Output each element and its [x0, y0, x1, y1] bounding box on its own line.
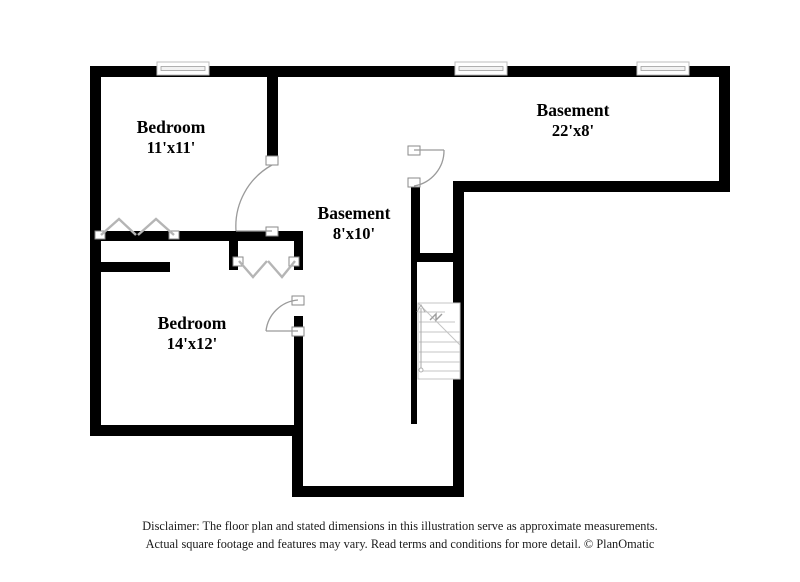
floor-plan-drawing: Bedroom 11'x11' Basement 8'x10' Bedroom …: [90, 61, 730, 497]
room-dimensions-basement-22x8: 22'x8': [552, 121, 594, 140]
interior-wall-closet-top-left: [95, 231, 179, 241]
interior-wall-closet-bottom-left: [90, 262, 170, 272]
room-name-basement-8x10: Basement: [318, 203, 391, 223]
interior-wall-bedroom11-vertical: [267, 66, 278, 163]
window-bedroom-11x11-north: [156, 61, 210, 76]
disclaimer-line-1: Disclaimer: The floor plan and stated di…: [142, 519, 658, 533]
room-dimensions-bedroom-14x12: 14'x12': [167, 334, 217, 353]
doors: [94, 145, 445, 337]
room-name-bedroom-11x11: Bedroom: [137, 117, 206, 137]
interior-wall-closet-divider: [229, 231, 238, 270]
closet-door-right: [232, 256, 300, 279]
window-basement-22x8-north-left: [454, 61, 508, 76]
walls: [90, 66, 730, 497]
interior-wall-bedroom14-east-lower: [294, 316, 303, 436]
interior-wall-basement8-east-upper: [411, 181, 420, 253]
room-labels: Bedroom 11'x11' Basement 8'x10' Bedroom …: [137, 100, 610, 353]
room-name-bedroom-14x12: Bedroom: [158, 313, 227, 333]
door-basement-22x8: [407, 145, 445, 188]
room-label-bedroom-11x11: Bedroom 11'x11': [137, 117, 206, 157]
door-bedroom-11x11: [235, 155, 279, 237]
interior-wall-bedroom14-east: [294, 231, 303, 270]
room-dimensions-basement-8x10: 8'x10': [333, 224, 375, 243]
window-basement-22x8-north-right: [636, 61, 690, 76]
disclaimer-line-2: Actual square footage and features may v…: [145, 536, 655, 551]
basement-stairs: [416, 302, 461, 380]
room-label-basement-8x10: Basement 8'x10': [318, 203, 391, 243]
interior-wall-closet-top-right: [179, 231, 303, 241]
door-bedroom-14x12: [265, 295, 305, 337]
room-label-basement-22x8: Basement 22'x8': [537, 100, 610, 140]
room-name-basement-22x8: Basement: [537, 100, 610, 120]
interior-wall-stair-hall-top: [411, 253, 464, 262]
room-label-bedroom-14x12: Bedroom 14'x12': [158, 313, 227, 353]
interior-wall-stair-hall-west: [411, 262, 417, 424]
floor-plan-svg: Bedroom 11'x11' Basement 8'x10' Bedroom …: [90, 61, 730, 497]
disclaimer: Disclaimer: The floor plan and stated di…: [0, 518, 800, 553]
closet-door-left: [94, 217, 180, 240]
room-dimensions-bedroom-11x11: 11'x11': [147, 138, 196, 157]
windows: [156, 61, 690, 76]
